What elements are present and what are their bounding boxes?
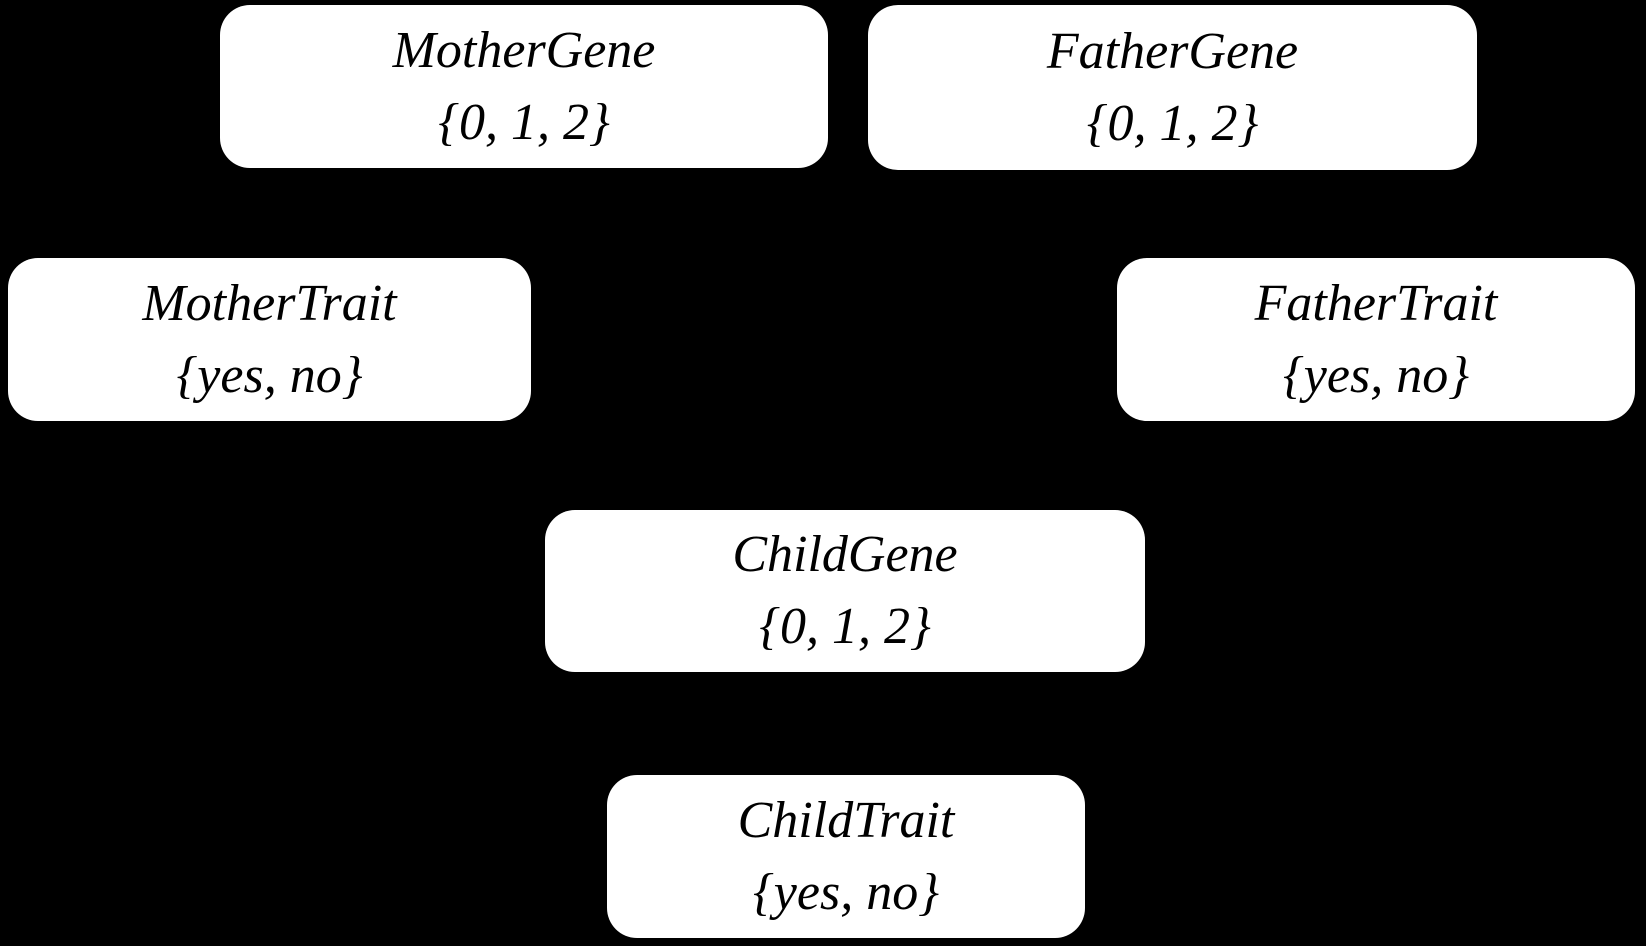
node-label: FatherGene (1046, 22, 1299, 80)
node-domain: {0, 1, 2} (438, 93, 610, 151)
node-label: ChildGene (732, 526, 958, 584)
node-domain: {yes, no} (176, 346, 363, 404)
node-label: FatherTrait (1254, 274, 1498, 332)
node-domain: {yes, no} (1283, 346, 1469, 404)
node-child-trait: ChildTrait {yes, no} (607, 775, 1085, 938)
node-label: MotherTrait (142, 274, 397, 332)
node-father-gene: FatherGene {0, 1, 2} (868, 5, 1477, 170)
node-father-trait: FatherTrait {yes, no} (1117, 258, 1635, 421)
node-domain: {0, 1, 2} (1086, 94, 1259, 152)
node-label: ChildTrait (737, 791, 955, 849)
node-mother-trait: MotherTrait {yes, no} (8, 258, 531, 421)
node-child-gene: ChildGene {0, 1, 2} (545, 510, 1145, 672)
node-domain: {yes, no} (753, 863, 939, 921)
node-label: MotherGene (392, 21, 656, 79)
node-domain: {0, 1, 2} (759, 598, 931, 655)
node-mother-gene: MotherGene {0, 1, 2} (220, 5, 828, 168)
